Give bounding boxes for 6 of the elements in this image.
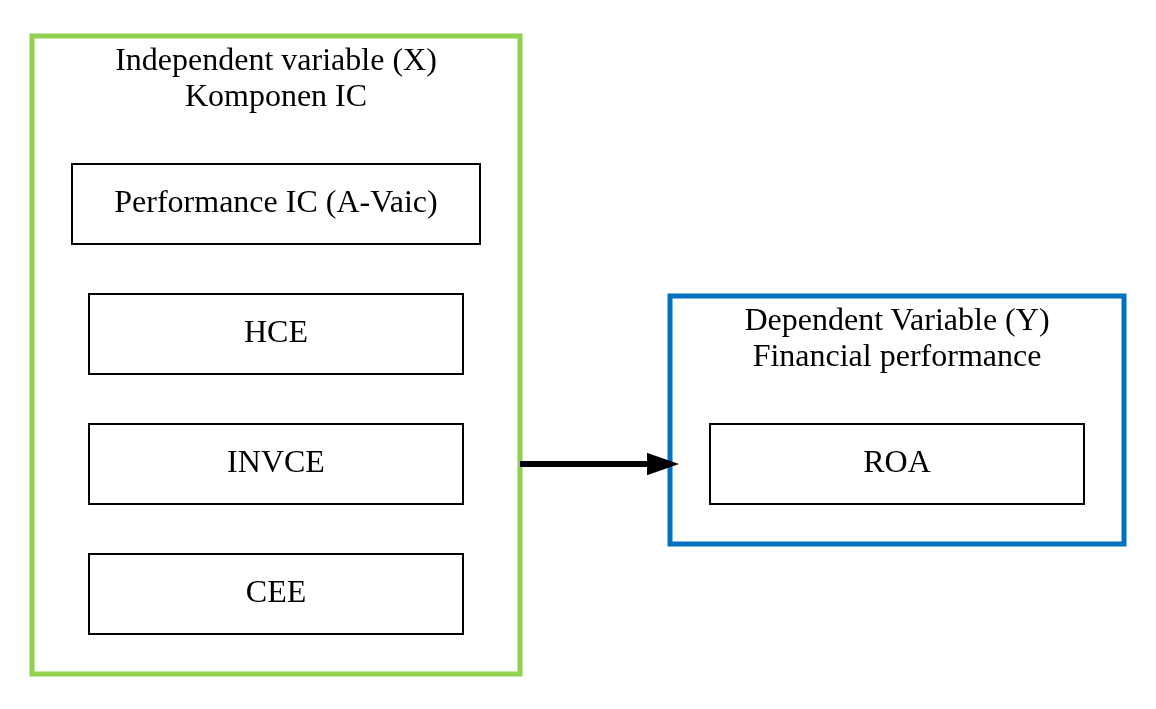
node-box: INVCE: [88, 422, 464, 505]
node-box: CEE: [88, 552, 464, 635]
node-box: ROA: [709, 422, 1085, 505]
node-box: Performance IC (A-Vaic): [71, 162, 481, 245]
node-box: HCE: [88, 292, 464, 375]
arrow: [520, 452, 680, 475]
